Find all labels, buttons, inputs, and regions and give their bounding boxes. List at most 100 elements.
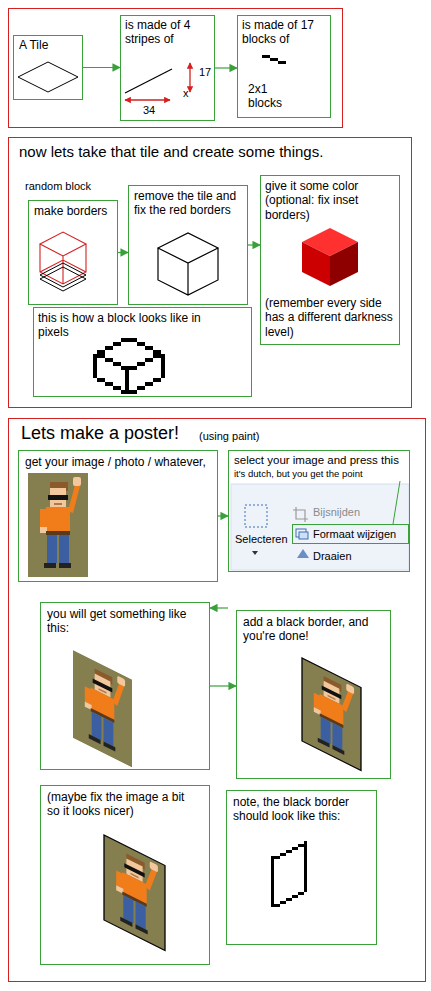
step-box: is made of 17 blocks of 2x1 blocks bbox=[237, 15, 331, 118]
box-text: give it some color (optional: fix inset … bbox=[265, 179, 397, 222]
pixel bbox=[113, 342, 121, 346]
stripe-line bbox=[125, 69, 172, 93]
step-box: is made of 4 stripes of1734x bbox=[120, 15, 215, 121]
flow-arrow bbox=[83, 67, 120, 68]
box-note: (using paint) bbox=[199, 430, 289, 443]
box-note: Formaat wijzigen bbox=[313, 528, 408, 541]
box-text: make borders bbox=[34, 204, 114, 218]
flow-arrow bbox=[248, 244, 260, 245]
pixel bbox=[145, 358, 153, 362]
pixel bbox=[292, 895, 298, 898]
box-text: is made of 17 blocks of bbox=[242, 18, 328, 47]
box-text: note, the black border should look like … bbox=[233, 795, 373, 824]
box-note: random block bbox=[25, 180, 145, 193]
box-note: Draaien bbox=[313, 550, 393, 563]
section-panel: now lets take that tile and create some … bbox=[8, 137, 412, 408]
pixel bbox=[286, 898, 292, 901]
step-box: give it some color (optional: fix inset … bbox=[260, 175, 400, 345]
dimension-arrow bbox=[189, 63, 190, 92]
paint-toolbar bbox=[231, 481, 409, 570]
pixel bbox=[286, 850, 292, 853]
box-note: 17 bbox=[199, 66, 215, 79]
box-note: 34 bbox=[143, 104, 163, 117]
outline-cube bbox=[158, 233, 218, 295]
dimension-arrow bbox=[125, 99, 170, 100]
pixel bbox=[280, 901, 286, 904]
box-text: (maybe fix the image a bit so it looks n… bbox=[47, 790, 197, 819]
step-box: note, the black border should look like … bbox=[226, 790, 377, 945]
pixel bbox=[105, 382, 113, 386]
pixel bbox=[93, 354, 97, 378]
pixel bbox=[153, 354, 161, 358]
box-note: Selecteren bbox=[235, 533, 307, 546]
box-text: remove the tile and fix the red borders bbox=[134, 189, 244, 218]
pixel bbox=[145, 346, 153, 350]
box-note: it's dutch, but you get the point bbox=[234, 468, 404, 479]
pointer-line bbox=[393, 481, 400, 524]
step-box: select your image and press thisit's dut… bbox=[228, 450, 410, 572]
pixel bbox=[153, 350, 161, 354]
flow-arrow bbox=[210, 607, 228, 608]
section-panel: Lets make a poster!(using paint) get your… bbox=[8, 418, 426, 982]
pixel bbox=[121, 390, 129, 394]
step-box: add a black border, and you're done! bbox=[236, 610, 391, 779]
pixel bbox=[292, 847, 298, 850]
pixel bbox=[298, 844, 304, 847]
pixel bbox=[304, 841, 307, 892]
pixel-blocks bbox=[262, 55, 286, 64]
step-box: A Tile bbox=[13, 35, 83, 100]
pixel bbox=[97, 354, 105, 358]
box-note: (remember every side has a different dar… bbox=[265, 296, 397, 339]
pixel bbox=[97, 350, 105, 354]
pixel bbox=[161, 354, 165, 378]
box-text: now lets take that tile and create some … bbox=[19, 143, 399, 161]
step-box: remove the tile and fix the red borders bbox=[128, 185, 248, 305]
flow-arrow bbox=[118, 252, 128, 253]
pixel bbox=[105, 358, 113, 362]
box-text: select your image and press this bbox=[234, 454, 409, 468]
pixel bbox=[121, 366, 129, 370]
box-text: this is how a block looks like in pixels bbox=[38, 311, 234, 340]
pixel bbox=[97, 378, 105, 382]
pixel bbox=[129, 366, 137, 370]
step-box: this is how a block looks like in pixels bbox=[33, 307, 252, 397]
step-box: get your image / photo / whatever, bbox=[18, 450, 218, 582]
step-box: (maybe fix the image a bit so it looks n… bbox=[40, 785, 210, 965]
character-image bbox=[28, 473, 88, 577]
pixel bbox=[129, 390, 137, 394]
pixel bbox=[113, 386, 121, 390]
box-note: x bbox=[183, 87, 193, 100]
pixel bbox=[105, 346, 113, 350]
pixel bbox=[298, 892, 304, 895]
skewed-poster bbox=[73, 650, 132, 768]
pixel bbox=[113, 362, 121, 366]
pixel bbox=[280, 853, 286, 856]
pixel bbox=[153, 378, 161, 382]
pixel bbox=[125, 370, 129, 390]
box-text: Lets make a poster! bbox=[21, 423, 197, 445]
flow-arrow bbox=[215, 67, 237, 68]
box-text: you will get something like this: bbox=[47, 607, 202, 636]
section-frame bbox=[9, 9, 343, 128]
tile-diamond bbox=[18, 62, 78, 92]
pixel bbox=[129, 338, 137, 342]
pixel bbox=[271, 856, 274, 907]
box-text: get your image / photo / whatever, bbox=[25, 455, 215, 469]
pixel bbox=[137, 342, 145, 346]
step-box: you will get something like this: bbox=[40, 602, 210, 770]
pixel bbox=[137, 386, 145, 390]
bordered-cube bbox=[40, 232, 86, 291]
red-cube bbox=[302, 228, 358, 286]
pixel bbox=[137, 362, 145, 366]
box-note: Bijsnijden bbox=[313, 506, 393, 519]
fixed-poster bbox=[104, 835, 165, 951]
box-note: 2x1 blocks bbox=[248, 82, 293, 111]
flow-arrow bbox=[218, 515, 228, 516]
bordered-poster bbox=[302, 658, 361, 771]
flow-arrow bbox=[210, 685, 236, 686]
pixel bbox=[145, 382, 153, 386]
box-text: add a black border, and you're done! bbox=[243, 615, 383, 644]
pixel bbox=[121, 338, 129, 342]
box-text: A Tile bbox=[19, 38, 79, 52]
step-box: make borders bbox=[28, 200, 118, 305]
